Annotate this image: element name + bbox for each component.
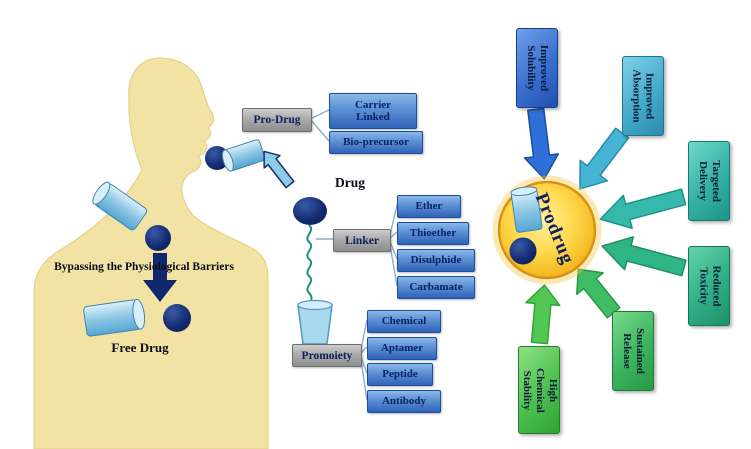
improved-absorption-label: Improved Absorption xyxy=(631,69,656,123)
high-chemical-stability-arrow-icon xyxy=(521,282,563,346)
prodrug-box: Pro-Drug xyxy=(242,108,312,132)
improved-solubility-arrow-icon xyxy=(518,106,562,182)
linker-squiggle xyxy=(306,224,313,304)
human-silhouette xyxy=(33,57,269,449)
improved-absorption-box: Improved Absorption xyxy=(622,56,664,136)
targeted-delivery-label: Targeted Delivery xyxy=(697,160,722,202)
free-drug-ball-icon xyxy=(163,304,191,332)
prodrug-circle-glow xyxy=(492,175,602,285)
free-drug-label: Free Drug xyxy=(111,340,169,355)
thioether-box: Thioether xyxy=(397,222,469,245)
beaker-rim xyxy=(297,299,333,311)
open-capsule-icon xyxy=(83,298,146,337)
barriers-text: Bypassing the Physiological Barriers xyxy=(54,261,234,273)
promoiety-box: Promoiety xyxy=(292,344,362,367)
reduced-toxicity-box: Reduced Toxicity xyxy=(688,246,730,326)
chemical-box: Chemical xyxy=(367,310,441,333)
targeted-delivery-box: Targeted Delivery xyxy=(688,141,730,221)
drug-label: Drug xyxy=(335,175,365,190)
reduced-toxicity-arrow-icon xyxy=(596,228,690,286)
drug-to-prodrug-arrow-icon xyxy=(263,150,295,189)
high-chemical-stability-label: High Chemical Stability xyxy=(520,367,559,413)
high-chemical-stability-box: High Chemical Stability xyxy=(518,346,560,434)
capsule-mouth-icon xyxy=(221,139,266,172)
sustained-release-box: Sustained Release xyxy=(612,311,654,391)
carbamate-box: Carbamate xyxy=(397,276,475,299)
promoiety-beaker-icon xyxy=(297,304,333,345)
capsule-body-icon xyxy=(92,181,148,231)
improved-solubility-box: Improved Solubility xyxy=(516,28,558,108)
bio-precursor-box: Bio-precursor xyxy=(329,131,423,154)
prodrug-connectors xyxy=(309,109,330,142)
antibody-box: Antibody xyxy=(367,390,441,413)
peptide-box: Peptide xyxy=(367,363,433,386)
linker-box: Linker xyxy=(333,229,391,252)
drug-ellipse-icon xyxy=(293,197,327,225)
carrier-linked-box: Carrier Linked xyxy=(329,93,417,129)
sustained-release-label: Sustained Release xyxy=(621,328,646,374)
release-arrow-icon xyxy=(143,253,177,302)
drug-ball-body-icon xyxy=(145,225,171,251)
prodrug-ball-icon xyxy=(509,237,537,265)
ether-box: Ether xyxy=(397,195,461,218)
targeted-delivery-arrow-icon xyxy=(595,179,689,237)
reduced-toxicity-label: Reduced Toxicity xyxy=(697,265,722,307)
aptamer-box: Aptamer xyxy=(367,337,437,360)
prodrug-capsule-icon xyxy=(510,186,543,233)
disulphide-box: Disulphide xyxy=(397,249,475,272)
improved-solubility-label: Improved Solubility xyxy=(525,44,550,92)
